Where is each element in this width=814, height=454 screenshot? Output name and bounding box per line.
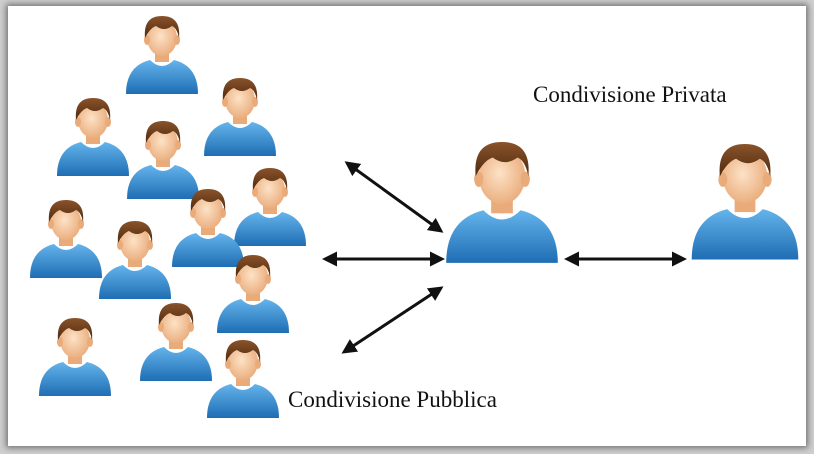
crowd-person-icon (39, 318, 111, 396)
crowd-person-icon (57, 98, 129, 176)
private-contact (691, 144, 799, 260)
crowd-person-icon (217, 255, 289, 333)
crowd-person-icon (204, 78, 276, 156)
crowd-person-icon (99, 221, 171, 299)
private-sharing-label: Condivisione Privata (533, 82, 727, 107)
crowd-person-icon (127, 121, 199, 199)
public-crowd (30, 16, 306, 418)
private-contact-person-icon (691, 144, 799, 260)
crowd-person-icon (234, 168, 306, 246)
crowd-person-icon (172, 189, 244, 267)
crowd-person-icon (207, 340, 279, 418)
crowd-person-icon (30, 200, 102, 278)
central-person-icon (446, 142, 558, 263)
public-sharing-label: Condivisione Pubblica (288, 387, 497, 412)
crowd-to-user-lower-arrow (341, 286, 444, 354)
arrows (322, 161, 687, 354)
crowd-person-icon (126, 16, 198, 94)
crowd-to-user-upper-arrow (344, 161, 444, 233)
central-user (446, 142, 558, 263)
crowd-person-icon (140, 303, 212, 381)
